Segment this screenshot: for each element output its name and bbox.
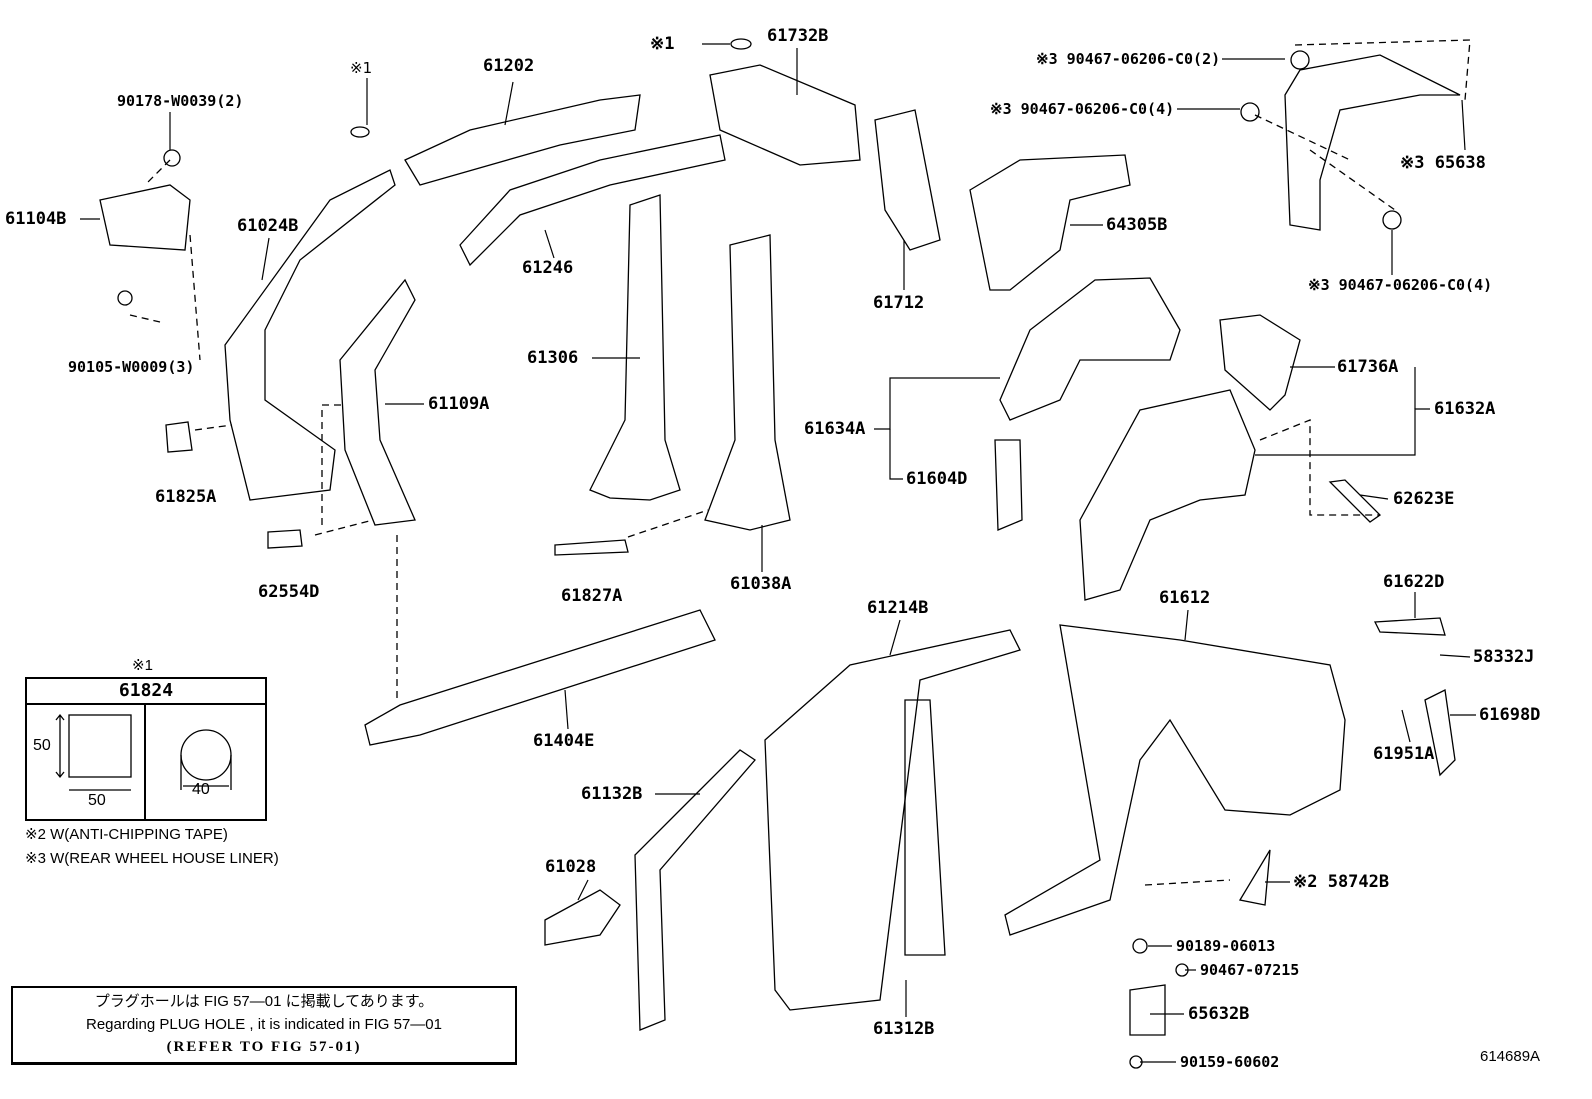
callout-90189-06013[interactable]: 90189-06013 bbox=[1176, 937, 1276, 955]
callout-61038A[interactable]: 61038A bbox=[730, 574, 792, 594]
legend-square-cell bbox=[27, 705, 146, 819]
callout-65638[interactable]: ※3 65638 bbox=[1400, 153, 1486, 173]
callout-61024B[interactable]: 61024B bbox=[237, 216, 299, 236]
plug-note-reference[interactable]: (REFER TO FIG 57-01) bbox=[166, 1039, 362, 1055]
plug-note-japanese: プラグホールは FIG 57—01 に掲載してあります。 bbox=[94, 993, 434, 1010]
callout-61622D[interactable]: 61622D bbox=[1383, 572, 1445, 592]
leader-lines bbox=[80, 43, 1476, 1063]
callout-90105-W0009[interactable]: 90105-W0009(3) bbox=[68, 358, 195, 376]
callout-61028[interactable]: 61028 bbox=[545, 857, 597, 877]
callout-61712[interactable]: 61712 bbox=[873, 293, 925, 313]
callout-61202[interactable]: 61202 bbox=[483, 56, 535, 76]
callout-61698D[interactable]: 61698D bbox=[1479, 705, 1541, 725]
callout-61104B[interactable]: 61104B bbox=[5, 209, 67, 229]
note-wheel-house-liner: ※3 W(REAR WHEEL HOUSE LINER) bbox=[25, 850, 279, 867]
callout-61732B[interactable]: 61732B bbox=[767, 26, 829, 46]
figure-id: 614689A bbox=[1480, 1048, 1541, 1065]
note-anti-chipping: ※2 W(ANTI-CHIPPING TAPE) bbox=[25, 826, 228, 843]
callout-90159-60602[interactable]: 90159-60602 bbox=[1180, 1053, 1280, 1071]
dashed-lines bbox=[129, 39, 1471, 886]
callout-61604D[interactable]: 61604D bbox=[906, 469, 968, 489]
callout-61306[interactable]: 61306 bbox=[527, 348, 579, 368]
callout-mark1-plug-2: ※1 bbox=[350, 59, 373, 77]
callout-61109A[interactable]: 61109A bbox=[428, 394, 490, 414]
square-height-dim: 50 bbox=[33, 737, 51, 754]
callout-61736A[interactable]: 61736A bbox=[1337, 357, 1399, 377]
callout-90467-06206-C0-2[interactable]: ※3 90467-06206-C0(2) bbox=[1036, 50, 1221, 68]
callout-58742B[interactable]: ※2 58742B bbox=[1293, 872, 1390, 892]
callout-61951A[interactable]: 61951A bbox=[1373, 744, 1435, 764]
callout-61404E[interactable]: 61404E bbox=[533, 731, 595, 751]
callout-58332J[interactable]: 58332J bbox=[1473, 647, 1535, 667]
callout-61312B[interactable]: 61312B bbox=[873, 1019, 935, 1039]
plug-note-english: Regarding PLUG HOLE , it is indicated in… bbox=[85, 1016, 442, 1033]
callout-90178-W0039[interactable]: 90178-W0039(2) bbox=[117, 92, 244, 110]
callout-62623E[interactable]: 62623E bbox=[1393, 489, 1455, 509]
callout-65632B[interactable]: 65632B bbox=[1188, 1004, 1250, 1024]
callout-90467-07215[interactable]: 90467-07215 bbox=[1200, 961, 1300, 979]
callout-61612[interactable]: 61612 bbox=[1159, 588, 1211, 608]
callout-61214B[interactable]: 61214B bbox=[867, 598, 929, 618]
callout-90467-06206-C0-4b[interactable]: ※3 90467-06206-C0(4) bbox=[1308, 276, 1493, 294]
legend-table: 61824 bbox=[25, 677, 267, 821]
legend-drawings bbox=[55, 713, 232, 791]
callout-61634A[interactable]: 61634A bbox=[804, 419, 866, 439]
callout-90467-06206-C0-4a[interactable]: ※3 90467-06206-C0(4) bbox=[990, 100, 1175, 118]
callout-61632A[interactable]: 61632A bbox=[1434, 399, 1496, 419]
plug-hole-note: プラグホールは FIG 57—01 に掲載してあります。 Regarding P… bbox=[11, 986, 517, 1065]
square-width-dim: 50 bbox=[88, 792, 106, 809]
callout-61246[interactable]: 61246 bbox=[522, 258, 574, 278]
part-outlines bbox=[99, 38, 1461, 1069]
callout-62554D[interactable]: 62554D bbox=[258, 582, 320, 602]
circle-diameter-dim: 40 bbox=[192, 781, 210, 798]
callout-mark1-plug: ※1 bbox=[650, 34, 675, 54]
legend-part-number: 61824 bbox=[27, 679, 265, 705]
callout-61132B[interactable]: 61132B bbox=[581, 784, 643, 804]
legend-mark: ※1 bbox=[132, 657, 153, 674]
callout-64305B[interactable]: 64305B bbox=[1106, 215, 1168, 235]
callout-61825A[interactable]: 61825A bbox=[155, 487, 217, 507]
callout-61827A[interactable]: 61827A bbox=[561, 586, 623, 606]
